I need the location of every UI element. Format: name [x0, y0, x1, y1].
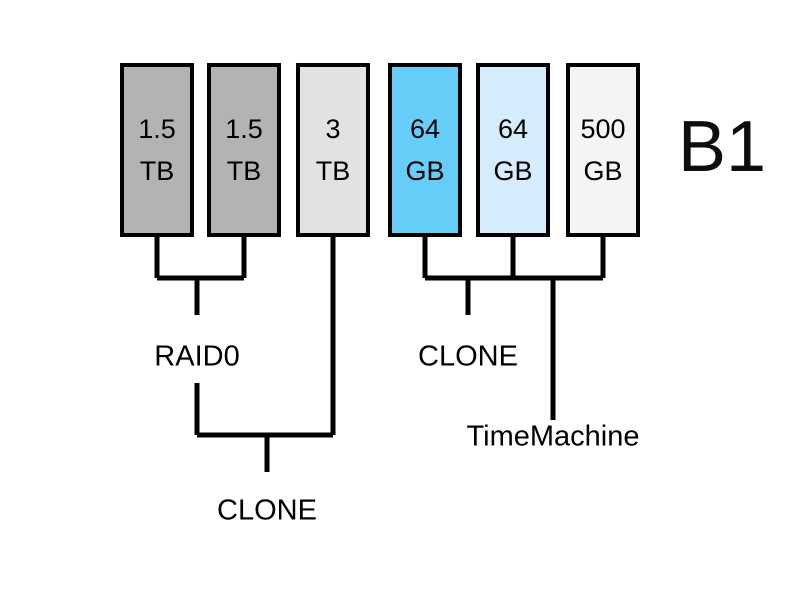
drive-1-unit: TB [140, 156, 175, 186]
drive-2-unit: TB [227, 156, 262, 186]
drive-3-unit: TB [316, 156, 351, 186]
drive-6-size: 500 [580, 114, 625, 144]
drive-6-box[interactable] [566, 63, 640, 237]
drive-3-box[interactable] [296, 63, 370, 237]
group-label-timemachine: TimeMachine [467, 421, 640, 453]
drive-6-unit: GB [583, 156, 622, 186]
group-label-raid0: RAID0 [154, 341, 239, 373]
drive-5-unit: GB [493, 156, 532, 186]
drive-4-box[interactable] [388, 63, 462, 237]
drive-5-size: 64 [498, 114, 528, 144]
group-label-clone-bottom: CLONE [217, 495, 317, 527]
group-label-clone-right: CLONE [418, 341, 518, 373]
drive-2-size: 1.5 [225, 114, 263, 144]
drive-2-box[interactable] [207, 63, 281, 237]
drive-3-size: 3 [325, 114, 340, 144]
drive-4-size: 64 [410, 114, 440, 144]
drive-5-box[interactable] [476, 63, 550, 237]
drive-1-box[interactable] [120, 63, 194, 237]
unit-label-b1: B1 [678, 107, 766, 187]
drive-1-size: 1.5 [138, 114, 176, 144]
drive-4-unit: GB [405, 156, 444, 186]
